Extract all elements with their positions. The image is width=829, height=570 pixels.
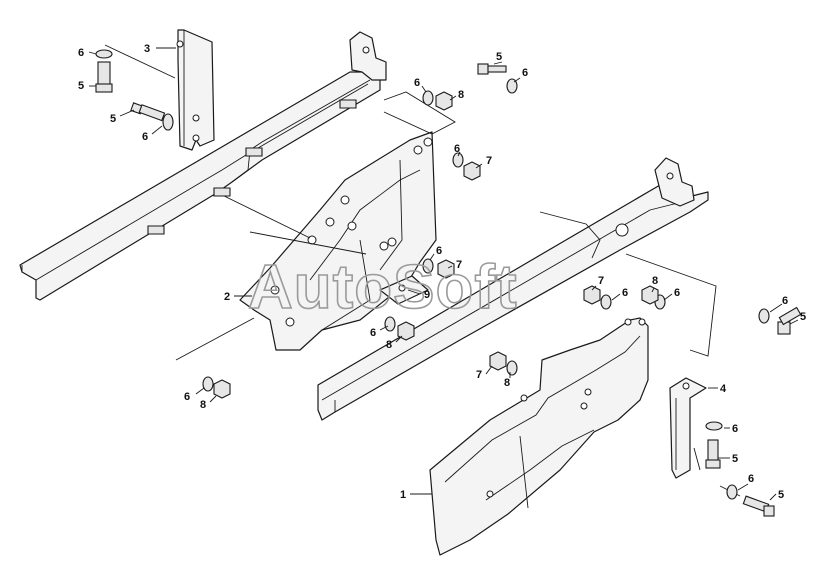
callout-6: 6 [184, 391, 190, 403]
callout-4: 4 [720, 383, 727, 395]
callout-8: 8 [652, 275, 658, 287]
bolt-5-right [777, 306, 802, 335]
callout-7: 7 [476, 369, 482, 381]
callout-5: 5 [78, 80, 84, 92]
callout-7: 7 [456, 259, 462, 271]
callout-5: 5 [496, 51, 502, 63]
callout-9: 9 [424, 289, 430, 301]
callout-labels: 6 5 3 5 6 5 6 6 8 6 7 2 6 7 9 6 8 6 8 7 … [78, 43, 806, 501]
bolt-5-right-bottom [742, 495, 775, 517]
callout-6: 6 [414, 77, 420, 89]
callout-leaders [88, 47, 799, 501]
large-bottom-plate [429, 317, 649, 556]
callout-6: 6 [622, 287, 628, 299]
callout-8: 8 [458, 89, 464, 101]
callout-1: 1 [400, 489, 406, 501]
assembly-guide-lines [104, 44, 741, 497]
callout-6: 6 [674, 287, 680, 299]
spacer-plate [379, 275, 429, 305]
callout-8: 8 [200, 399, 206, 411]
watermark-text: AutoSoft [248, 253, 518, 322]
callout-6: 6 [78, 47, 84, 59]
upright-bracket [176, 29, 215, 151]
callout-7: 7 [486, 155, 492, 167]
callout-6: 6 [370, 327, 376, 339]
callout-5: 5 [800, 311, 806, 323]
callout-3: 3 [144, 43, 150, 55]
callout-6: 6 [454, 143, 460, 155]
callout-6: 6 [142, 131, 148, 143]
callout-5: 5 [778, 489, 784, 501]
lower-frame-rail [317, 157, 709, 421]
bolt-5-left-mid [130, 102, 166, 122]
callout-2: 2 [224, 291, 230, 303]
bolt-5-left-top [95, 61, 113, 93]
threaded-studs [147, 99, 357, 235]
callout-5: 5 [732, 453, 738, 465]
callout-6: 6 [748, 473, 754, 485]
nuts-7-8 [213, 91, 659, 399]
callout-8: 8 [386, 339, 392, 351]
angle-bracket [669, 377, 707, 479]
bolt-5-right-mid [705, 439, 721, 469]
callout-6: 6 [782, 295, 788, 307]
callout-6: 6 [522, 67, 528, 79]
bolt-5-top-right [477, 63, 507, 75]
callout-6: 6 [732, 423, 738, 435]
callout-8: 8 [504, 377, 510, 389]
callout-7: 7 [598, 275, 604, 287]
callout-5: 5 [110, 113, 116, 125]
callout-6: 6 [436, 245, 442, 257]
